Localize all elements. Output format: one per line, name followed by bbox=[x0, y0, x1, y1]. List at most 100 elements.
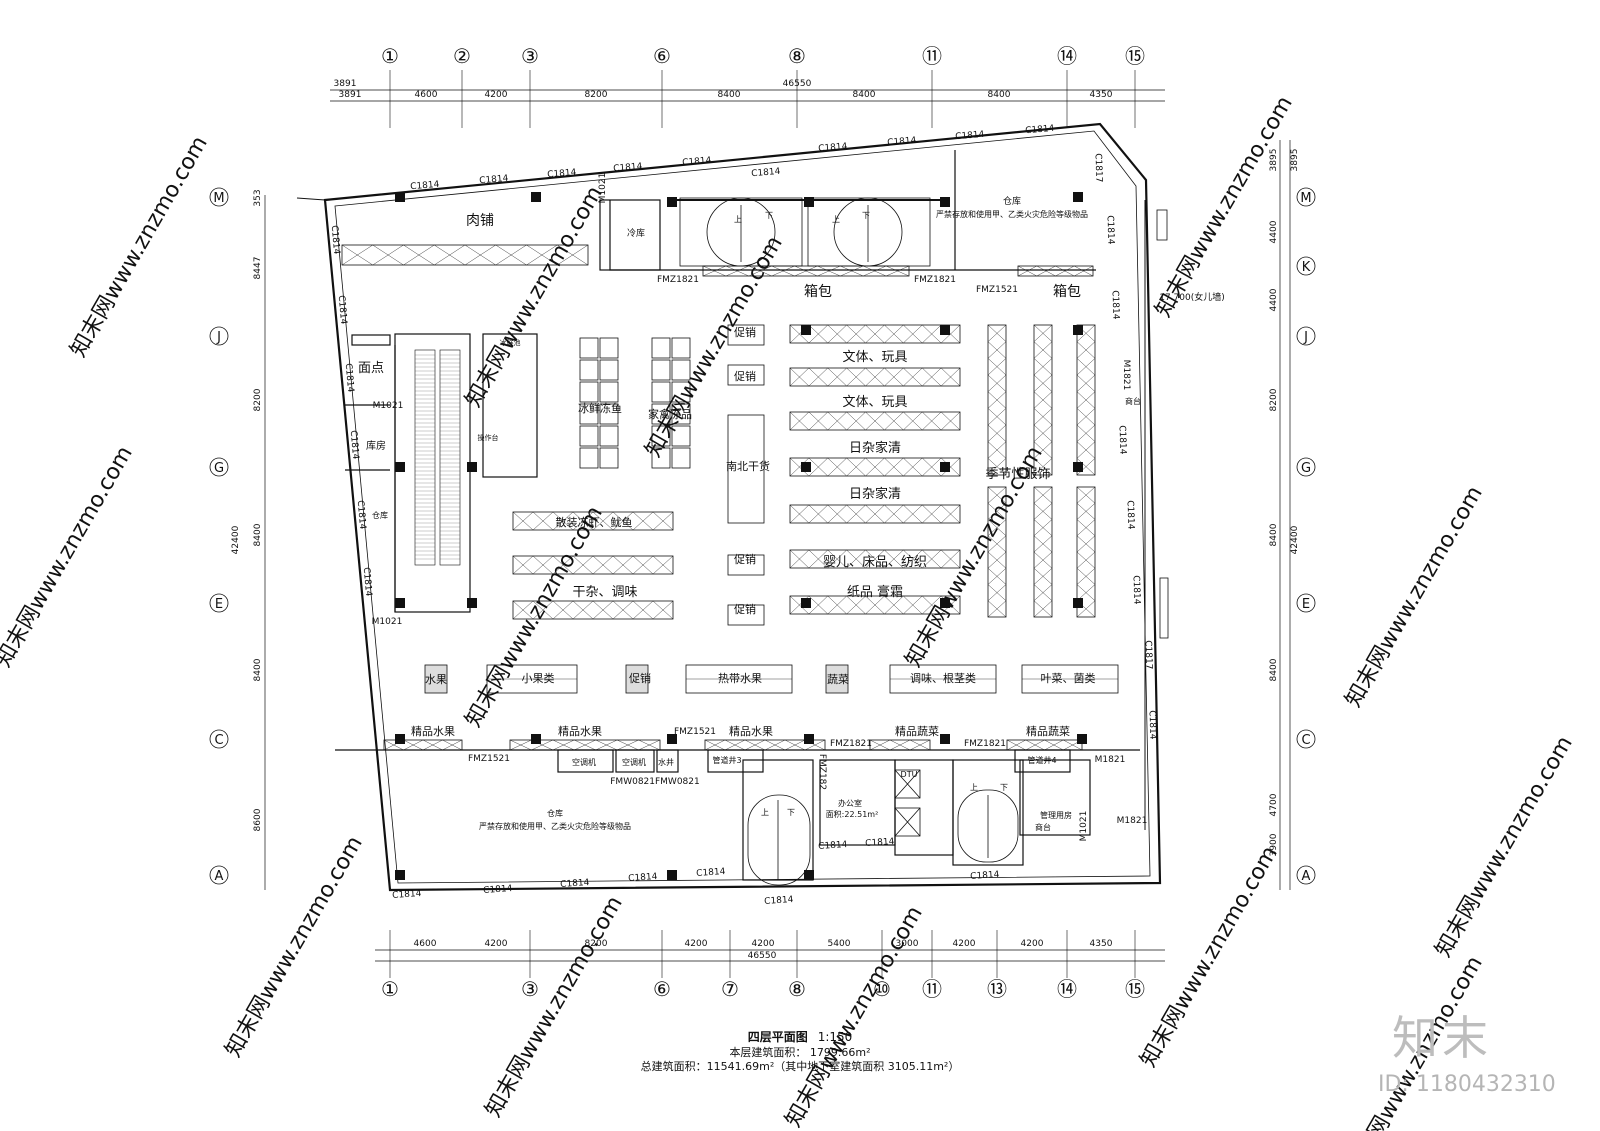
shelf-hatch bbox=[789, 504, 810, 524]
shelf-hatch bbox=[808, 595, 828, 615]
axis-bottom-9: ⑮ bbox=[1125, 977, 1145, 1001]
dim-top2-1: 4600 bbox=[415, 90, 438, 100]
window-label-south-7: C1814 bbox=[865, 837, 895, 849]
shelf-hatch bbox=[789, 549, 810, 569]
axis-row-left-0: M bbox=[213, 191, 224, 206]
shelf-hatch bbox=[846, 595, 866, 615]
dim-bottom-7: 4200 bbox=[953, 939, 976, 949]
shelf-hatch bbox=[632, 511, 654, 531]
zone-labels: 肉铺冷库仓库严禁存放和使用甲、乙类火灾危险等级物品箱包箱包面点库房仓库冰鲜冻鱼家… bbox=[358, 195, 1225, 832]
shelf-hatch bbox=[1025, 739, 1045, 751]
shelf-hatch bbox=[552, 555, 574, 575]
shelf-hatch bbox=[865, 367, 885, 387]
stair-down-a: 下 bbox=[765, 211, 773, 220]
drawing-title-text: 四层平面图 bbox=[747, 1030, 808, 1044]
dim-right-outer-1: 42400 bbox=[1290, 525, 1300, 554]
shelf-hatch bbox=[808, 367, 828, 387]
escalator bbox=[414, 349, 461, 566]
east-shelf-column bbox=[1076, 486, 1096, 618]
central-shelf-row bbox=[789, 324, 961, 344]
window-label-north-7: C1814 bbox=[955, 130, 985, 143]
shelf-hatch bbox=[652, 600, 674, 620]
shelf-hatch bbox=[987, 584, 1007, 601]
shelf-hatch bbox=[846, 504, 866, 524]
dim-top2-6: 8400 bbox=[988, 90, 1011, 100]
shelf-hatch bbox=[987, 441, 1007, 459]
zone-small-fruit: 小果类 bbox=[522, 671, 555, 685]
zone-office: 办公室 bbox=[838, 798, 862, 808]
shelf-hatch bbox=[1076, 391, 1096, 409]
shelf-hatch bbox=[846, 324, 866, 344]
shelf-hatch bbox=[638, 739, 661, 751]
watermark-text: 知末网www.znzmo.com bbox=[0, 442, 138, 671]
shelf-hatch bbox=[512, 511, 534, 531]
zone-paper: 纸品 膏霜 bbox=[847, 584, 903, 600]
shelf-hatch bbox=[1033, 424, 1053, 442]
axis-row-right-0: M bbox=[1300, 191, 1311, 206]
shelf-hatch bbox=[808, 504, 828, 524]
zone-premium-veg-0: 精品蔬菜 bbox=[895, 725, 939, 738]
dim-top1-0: 3891 bbox=[334, 79, 357, 89]
axis-bottom-3: ⑦ bbox=[721, 977, 739, 1001]
shelf-hatch bbox=[1076, 551, 1096, 569]
window-label-south-3: C1814 bbox=[628, 872, 658, 884]
freezer-cell bbox=[579, 337, 599, 359]
axis-bottom-7: ⑬ bbox=[987, 977, 1007, 1001]
shelf-hatch bbox=[987, 324, 1007, 342]
freezer-cell bbox=[671, 337, 691, 359]
shelf-hatch bbox=[808, 411, 828, 431]
shelf-hatch bbox=[889, 739, 911, 751]
structural-column bbox=[804, 734, 814, 744]
shelf-hatch bbox=[341, 244, 373, 266]
axis-row-left-5: C bbox=[214, 733, 223, 748]
shelf-hatch bbox=[552, 511, 574, 531]
shelf-hatch bbox=[884, 411, 904, 431]
door-label-fmz1521-a: FMZ1521 bbox=[976, 285, 1018, 295]
axis-bottom-1: ③ bbox=[521, 977, 539, 1001]
shelf-hatch bbox=[840, 265, 864, 277]
zone-poultry: 家禽冻品 bbox=[648, 407, 692, 421]
zone-shop-counter: 商台 bbox=[1125, 396, 1141, 406]
shelf-hatch bbox=[884, 324, 904, 344]
freezer-cell bbox=[599, 403, 619, 425]
freezer-cell bbox=[651, 403, 671, 425]
axis-bubble-left bbox=[209, 865, 229, 885]
shelf-hatch bbox=[422, 739, 443, 751]
window-label-north-2: C1814 bbox=[547, 168, 577, 181]
watermark-text: 知末网www.znzmo.com bbox=[66, 132, 213, 361]
axis-bottom-0: ① bbox=[381, 977, 399, 1001]
zone-warehouse-ne: 仓库 bbox=[1003, 195, 1021, 207]
shelf-hatch bbox=[903, 595, 923, 615]
shelf-hatch bbox=[922, 457, 942, 477]
building-outline bbox=[296, 122, 1169, 892]
window-label-north-1: C1814 bbox=[479, 174, 509, 187]
shelf-hatch bbox=[1074, 265, 1094, 277]
window-label-south-0: C1814 bbox=[392, 889, 422, 901]
door-label-fmz1821-c: FMZ1821 bbox=[830, 739, 872, 749]
shelf-hatch bbox=[1076, 408, 1096, 426]
door-label-fmz1521-b: FMZ1521 bbox=[468, 754, 510, 764]
shelf-hatch bbox=[987, 519, 1007, 536]
shelf-hatch bbox=[827, 367, 847, 387]
zone-shaft3: 管道井3 bbox=[712, 755, 741, 765]
axis-bubble-left bbox=[209, 187, 229, 207]
window-label-west-1: C1814 bbox=[336, 295, 349, 325]
door-label-fmz1521-c: FMZ1521 bbox=[674, 727, 716, 737]
shelf-hatch bbox=[903, 549, 923, 569]
axis-row-left-3: G bbox=[214, 461, 224, 476]
east-shelf-column bbox=[1033, 324, 1053, 476]
shelf-hatch bbox=[846, 549, 866, 569]
window-label-north-5: C1814 bbox=[818, 142, 848, 155]
window-label-east-3: C1814 bbox=[1124, 500, 1135, 530]
dim-bottom-4: 4200 bbox=[752, 939, 775, 949]
door-label-m1821-b: M1821 bbox=[1117, 816, 1148, 826]
shelf-hatch bbox=[865, 324, 885, 344]
shelf-hatch bbox=[572, 600, 594, 620]
axis-row-right-6: A bbox=[1302, 869, 1311, 884]
shelf-hatch bbox=[903, 504, 923, 524]
axis-bubble-right bbox=[1296, 457, 1316, 477]
shelf-hatch bbox=[884, 367, 904, 387]
door-label-fmz1821-b: FMZ1821 bbox=[914, 275, 956, 285]
